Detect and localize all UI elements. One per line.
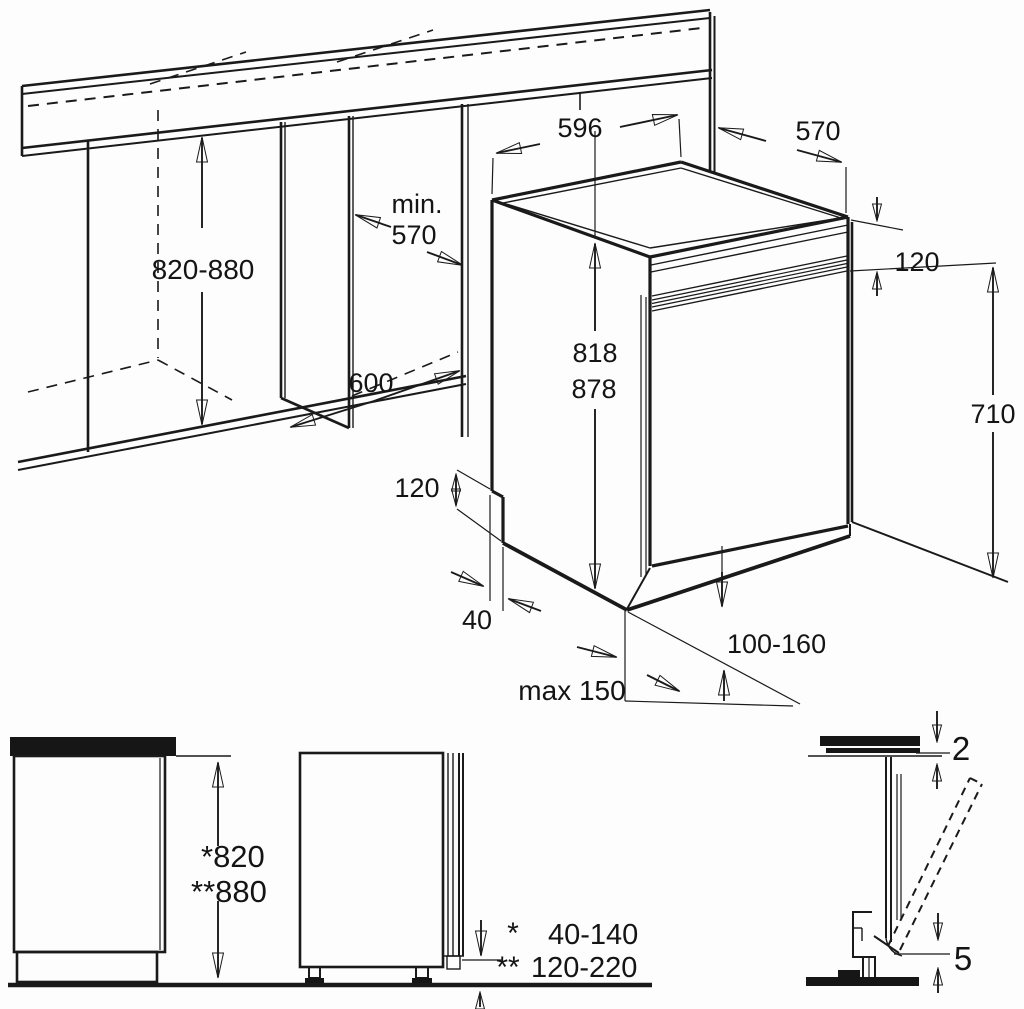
dim-side-height: 710 [970,266,1016,579]
dim-front-height-star-label: *820 [201,839,265,874]
dim-unit-height: 818 878 [571,242,618,590]
dim-top-gap-label: 2 [952,730,970,767]
dim-plinth-height: 120 [394,469,502,542]
cabinet-niches [17,104,469,471]
base-plate [806,977,919,986]
dim-niche-depth-label: 570 [391,220,436,250]
dim-top-width: 596 [491,93,682,236]
control-panel-band [651,255,848,312]
dim-niche-height: 820-880 [152,136,255,426]
door-bottom-step [446,955,461,970]
door-pivot-curve [885,937,903,957]
worktop-bar [10,737,176,756]
dim-front-height: *820 **880 [191,761,267,979]
dim-niche-depth-min-label: min. [391,189,442,219]
side-dblstar-range-label: 120-220 [531,952,637,984]
dim-bottom-gap: 5 [894,913,972,993]
dim-height-built-under-label: 818 [572,338,617,368]
dim-niche-depth: min. 570 [354,189,464,266]
worktop-section [820,736,920,746]
dim-cabinet-depth: 600 [289,368,461,428]
plinth [15,950,159,984]
side-star-range-label: 40-140 [548,919,638,951]
dim-niche-height-label: 820-880 [152,254,255,285]
side-dblstar-mark: ** [496,951,520,984]
hinge-detail-view: 2 5 [806,711,983,993]
dim-control-panel-height: 120 [849,197,997,296]
dim-max-adjust: max 150 [518,611,794,707]
dim-plinth-clearance: * 40-140 ** 120-220 [462,917,638,984]
dim-top-depth-label: 570 [795,116,840,146]
dishwasher-unit [490,160,1009,612]
front-foot [308,966,321,979]
dim-top-gap: 2 [916,711,970,789]
unit-body-side [298,751,445,969]
dim-rear-foot-range: 100-160 [627,546,826,705]
front-view: *820 **880 [10,737,267,984]
door-open-dashed [887,777,983,951]
dim-plinth-depth-label: 40 [462,605,492,635]
dim-plinth-height-label: 120 [394,473,439,503]
unit-body [12,754,167,954]
dim-max-adjust-label: max 150 [518,675,625,706]
dim-bottom-gap-label: 5 [954,940,972,977]
dim-top-width-label: 596 [557,113,602,143]
side-view: * 40-140 ** 120-220 [298,751,638,984]
dim-side-height-label: 710 [970,399,1015,429]
dim-cabinet-depth-label: 600 [348,368,393,398]
dim-rear-foot-range-label: 100-160 [727,629,826,659]
worktop-counter [20,8,716,172]
dim-front-height-dblstar-label: **880 [191,874,267,909]
rear-foot [415,966,429,979]
dim-top-depth: 570 [717,116,847,213]
dim-control-panel-height-label: 120 [894,247,939,277]
isometric-view: 596 570 min. 570 820-880 600 [17,8,1016,707]
dim-plinth-depth: 40 [450,495,542,635]
side-star-mark: * [507,917,519,950]
dim-height-freestanding-label: 878 [571,374,616,404]
